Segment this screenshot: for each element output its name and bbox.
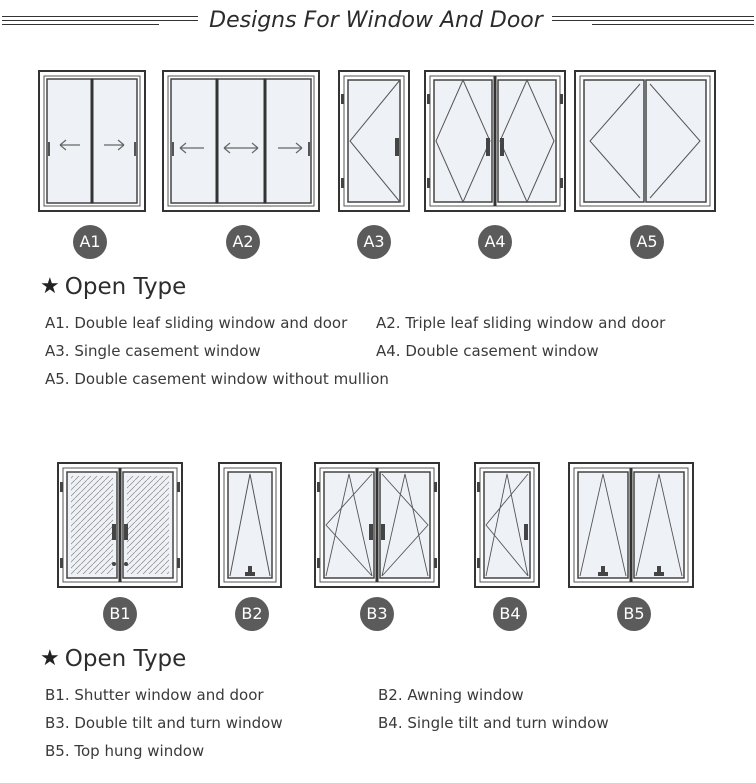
window-b4-illustration — [474, 462, 540, 588]
badge-a2: A2 — [226, 225, 260, 259]
star-icon: ★ — [40, 274, 60, 299]
page-header: Designs For Window And Door — [0, 0, 756, 50]
badge-a4: A4 — [478, 225, 512, 259]
badge-a5: A5 — [630, 225, 664, 259]
desc-b1: B1. Shutter window and door — [45, 686, 264, 704]
header-rule-right — [552, 16, 754, 28]
desc-b3: B3. Double tilt and turn window — [45, 714, 283, 732]
badge-b5: B5 — [617, 597, 651, 631]
window-a2-illustration — [162, 70, 320, 212]
desc-a2: A2. Triple leaf sliding window and door — [376, 314, 666, 332]
section-a-heading: ★ Open Type — [40, 274, 186, 300]
window-a5-illustration — [574, 70, 716, 212]
window-b3-illustration — [314, 462, 440, 588]
badge-b4: B4 — [493, 597, 527, 631]
window-b1-illustration — [57, 462, 183, 588]
desc-a5: A5. Double casement window without mulli… — [45, 370, 389, 388]
badge-b3: B3 — [360, 597, 394, 631]
desc-a1: A1. Double leaf sliding window and door — [45, 314, 348, 332]
window-b2-illustration — [218, 462, 282, 588]
star-icon: ★ — [40, 646, 60, 671]
page-title: Designs For Window And Door — [209, 8, 543, 33]
badge-a1: A1 — [73, 225, 107, 259]
header-rule-left — [2, 16, 198, 28]
section-b-heading: ★ Open Type — [40, 646, 186, 672]
desc-b4: B4. Single tilt and turn window — [378, 714, 609, 732]
window-a4-illustration — [424, 70, 566, 212]
window-a1-illustration — [38, 70, 146, 212]
desc-b2: B2. Awning window — [378, 686, 524, 704]
window-a3-illustration — [338, 70, 410, 212]
section-b-heading-text: Open Type — [64, 646, 187, 672]
window-b5-illustration — [568, 462, 694, 588]
desc-a3: A3. Single casement window — [45, 342, 261, 360]
desc-a4: A4. Double casement window — [376, 342, 599, 360]
badge-a3: A3 — [357, 225, 391, 259]
badge-b2: B2 — [235, 597, 269, 631]
section-a-heading-text: Open Type — [64, 274, 187, 300]
badge-b1: B1 — [103, 597, 137, 631]
desc-b5: B5. Top hung window — [45, 742, 205, 760]
